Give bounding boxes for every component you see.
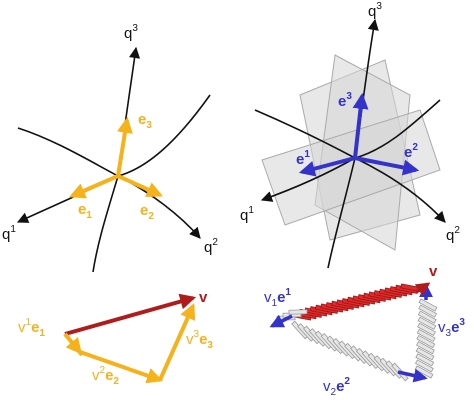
br-comp2-label: v2e2 xyxy=(323,376,350,398)
bl-comp1-label: v1e1 xyxy=(18,317,45,339)
bl-comp3-arrow xyxy=(158,303,196,381)
br-comp1-arrow xyxy=(269,314,293,328)
basis-e2-label: e2 xyxy=(140,202,154,222)
tr-coord-curve-q1 xyxy=(260,157,356,202)
br-comp2-stack xyxy=(291,320,409,382)
panel-bottom-right: v v1e1 v2e2 v3e3 xyxy=(264,263,465,398)
tr-coord-curve-q2 xyxy=(354,157,446,223)
br-comp1-tile xyxy=(288,309,308,315)
br-comp3-tile xyxy=(417,310,437,324)
bl-v-label: v xyxy=(199,289,208,306)
coord-curve-q2 xyxy=(117,175,201,239)
panel-top-left: q3 q1 q2 e3 e1 e2 xyxy=(2,23,218,273)
axis-q3-label: q3 xyxy=(124,23,138,42)
br-comp3-tile xyxy=(418,298,438,312)
basis-e1-label: e1 xyxy=(78,201,92,221)
tr-basis-e3-label: e3 xyxy=(338,91,352,110)
br-comp3-tile xyxy=(418,304,438,318)
br-comp3-tile xyxy=(415,353,435,367)
br-comp1-label: v1e1 xyxy=(264,287,291,309)
panel-bottom-left: v v1e1 v2e2 v3e3 xyxy=(18,289,213,387)
basis-e3-arrow xyxy=(116,116,133,177)
axis-q2-label: q2 xyxy=(204,237,218,256)
tr-basis-e1-arrow xyxy=(298,156,356,177)
basis-e3-label: e3 xyxy=(138,111,152,131)
tr-basis-e1-label: e1 xyxy=(296,149,310,168)
tr-axis-q3-label: q3 xyxy=(368,1,382,20)
tr-coord-curve-b xyxy=(327,157,356,269)
bl-comp2-label: v2e2 xyxy=(92,365,119,387)
br-comp3-tile xyxy=(416,334,436,349)
br-v-label: v xyxy=(429,263,438,280)
br-comp2-arrow xyxy=(397,368,428,383)
tr-axis-q2-label: q2 xyxy=(446,225,460,244)
panel-top-right: q3 q1 q2 e3 e1 e2 xyxy=(240,1,460,269)
br-comp3-tile xyxy=(416,328,436,343)
br-comp3-tile xyxy=(417,322,436,336)
br-comp3-tile xyxy=(416,341,435,355)
bl-comp1-arrow-main xyxy=(63,332,83,355)
tr-basis-e2-arrow xyxy=(354,156,420,176)
coord-curve-1 xyxy=(17,94,211,177)
bl-comp2-arrow xyxy=(79,350,164,384)
tr-basis-e2-label: e2 xyxy=(404,142,418,161)
br-v-arrow xyxy=(414,282,431,297)
br-comp3-tile xyxy=(414,359,434,373)
coord-curve-2 xyxy=(92,175,119,273)
axis-q1-label: q1 xyxy=(2,224,16,243)
br-v-stack xyxy=(288,283,424,321)
basis-e1-arrow xyxy=(69,174,119,199)
basis-e2-arrow xyxy=(117,174,163,198)
tr-axis-q1-label: q1 xyxy=(240,205,254,224)
br-comp3-stack xyxy=(414,298,438,379)
tr-basis-e3-arrow xyxy=(352,92,369,159)
plane-3 xyxy=(261,109,441,226)
bl-v-arrow xyxy=(64,293,197,336)
br-comp3-tile xyxy=(415,347,435,361)
br-comp3-label: v3e3 xyxy=(438,317,465,339)
br-comp3-tile xyxy=(417,316,437,330)
bl-comp3-label: v3e3 xyxy=(186,329,213,351)
